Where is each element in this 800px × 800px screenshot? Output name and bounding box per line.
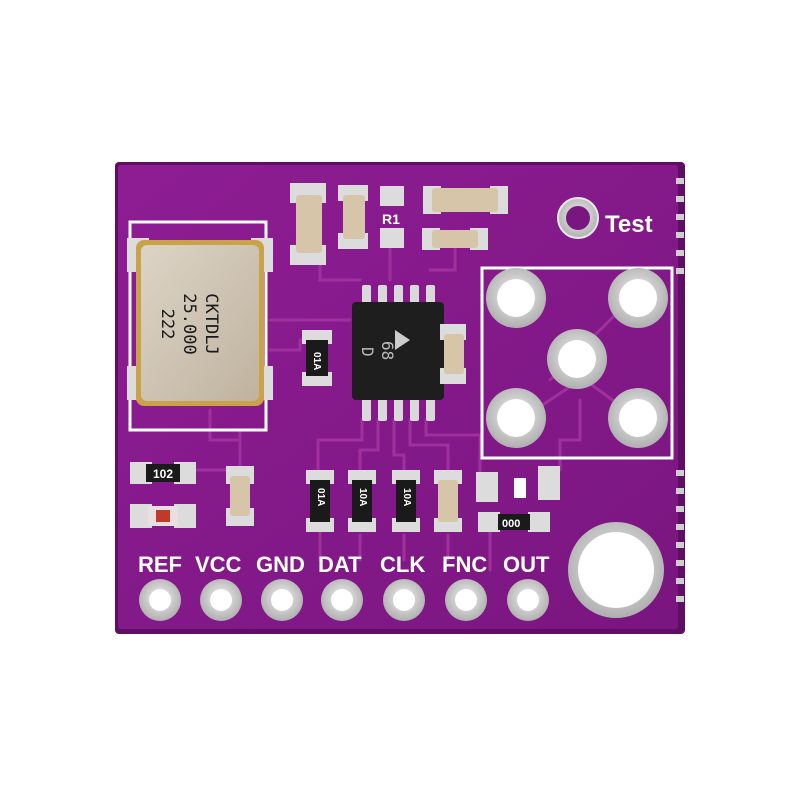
resistor-row <box>306 470 462 532</box>
ic-line-2: D <box>358 347 377 357</box>
pin-pad-ref <box>139 579 181 621</box>
mount-hole-bl <box>486 388 546 448</box>
crystal-line-2: 25.000 <box>179 293 199 354</box>
test-label: Test <box>605 211 653 238</box>
led <box>130 504 196 528</box>
r1-label: R1 <box>382 211 400 227</box>
pin-label-fnc: FNC <box>442 552 487 577</box>
resistor-000-code: 000 <box>502 518 520 530</box>
pin-label-gnd: GND <box>256 552 305 577</box>
pin-label-vcc: VCC <box>195 552 242 577</box>
pin-label-clk: CLK <box>380 552 425 577</box>
crystal-oscillator: CKTDLJ 25.000 222 <box>127 220 273 432</box>
mount-hole-tl <box>486 268 546 328</box>
resistor-r3 <box>306 470 334 532</box>
diode <box>476 466 560 502</box>
large-mount-hole <box>568 522 664 618</box>
pin-label-dat: DAT <box>318 552 362 577</box>
capacitor-c2 <box>338 185 368 249</box>
pin-pad-fnc <box>445 579 487 621</box>
mount-hole-tr <box>608 268 668 328</box>
ic-chip: 68 D <box>352 285 444 421</box>
resistor-r1: R1 <box>380 186 404 248</box>
capacitor-c1 <box>290 183 326 265</box>
pin-pad-clk <box>383 579 425 621</box>
pin-label-out: OUT <box>503 552 550 577</box>
mounting-area <box>480 266 674 460</box>
pin-pad-gnd <box>261 579 303 621</box>
pin-pad-dat <box>321 579 363 621</box>
resistor-r3-code: 01A <box>315 488 326 506</box>
crystal-line-3: 222 <box>157 309 177 340</box>
resistor-r4-code: 10A <box>357 488 368 506</box>
resistor-102-code: 102 <box>153 467 173 481</box>
mount-hole-c <box>547 329 607 389</box>
pin-label-ref: REF <box>138 552 182 577</box>
resistor-r5 <box>392 470 420 532</box>
ic-line-1: 68 <box>378 341 397 360</box>
capacitor-c4 <box>422 228 488 250</box>
capacitor-c6 <box>226 466 254 526</box>
crystal-line-1: CKTDLJ <box>201 293 221 354</box>
resistor-r2-code: 01A <box>311 352 322 370</box>
capacitor-c5 <box>440 324 466 384</box>
pin-pad-out <box>507 579 549 621</box>
resistor-r2 <box>302 330 332 386</box>
mount-hole-br <box>608 388 668 448</box>
pin-pad-vcc <box>200 579 242 621</box>
capacitor-c7 <box>434 470 462 532</box>
resistor-r4 <box>348 470 376 532</box>
capacitor-c3 <box>423 186 508 214</box>
resistor-r5-code: 10A <box>401 488 412 506</box>
resistor-102: 102 <box>130 462 196 484</box>
pin-header: REF VCC GND DAT CLK FNC OUT <box>138 552 550 621</box>
resistor-000: 000 <box>478 512 550 532</box>
